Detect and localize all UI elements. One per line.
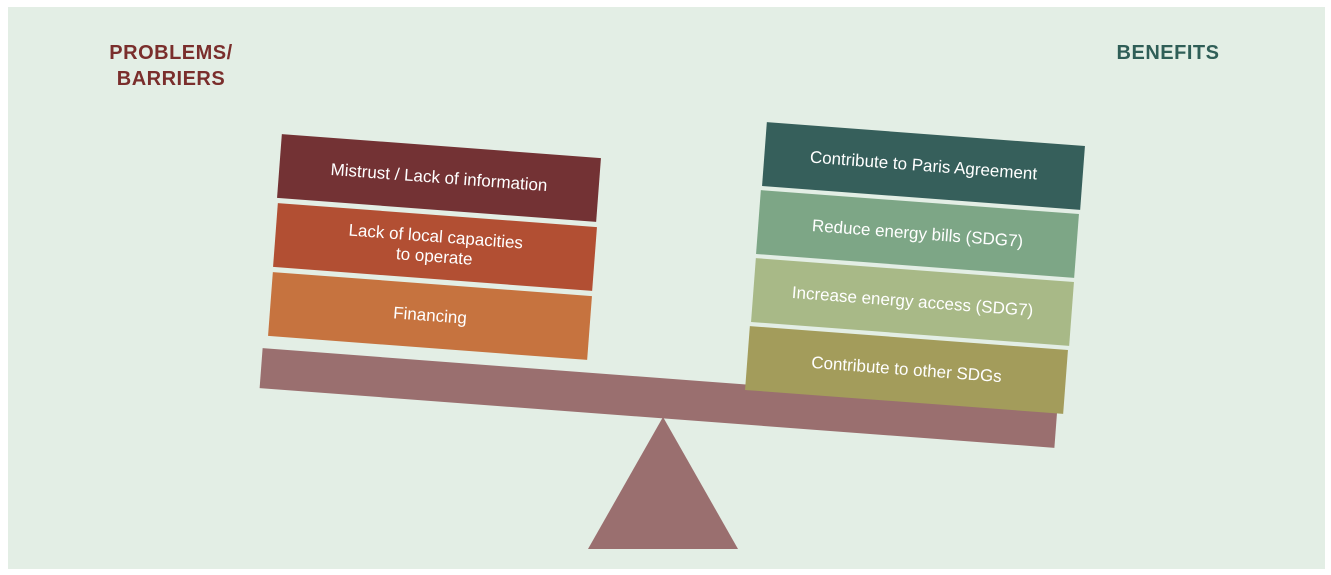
benefit-label-paris-agreement: Contribute to Paris Agreement (809, 147, 1038, 184)
problem-label-financing: Financing (392, 303, 468, 328)
benefit-label-other-sdgs: Contribute to other SDGs (810, 352, 1003, 387)
problems-heading-line1: PROBLEMS/ (109, 42, 233, 64)
benefit-label-energy-bills: Reduce energy bills (SDG7) (811, 216, 1024, 251)
scale-fulcrum (588, 417, 738, 549)
benefits-heading: BENEFITS (1116, 42, 1220, 64)
benefit-label-energy-access: Increase energy access (SDG7) (791, 282, 1034, 321)
problems-heading: PROBLEMS/ BARRIERS (96, 40, 246, 92)
problems-heading-line2: BARRIERS (116, 68, 226, 90)
balance-diagram: PROBLEMS/ BARRIERS BENEFITS Mistrust / L… (8, 7, 1325, 569)
problem-label-mistrust: Mistrust / Lack of information (329, 159, 549, 196)
